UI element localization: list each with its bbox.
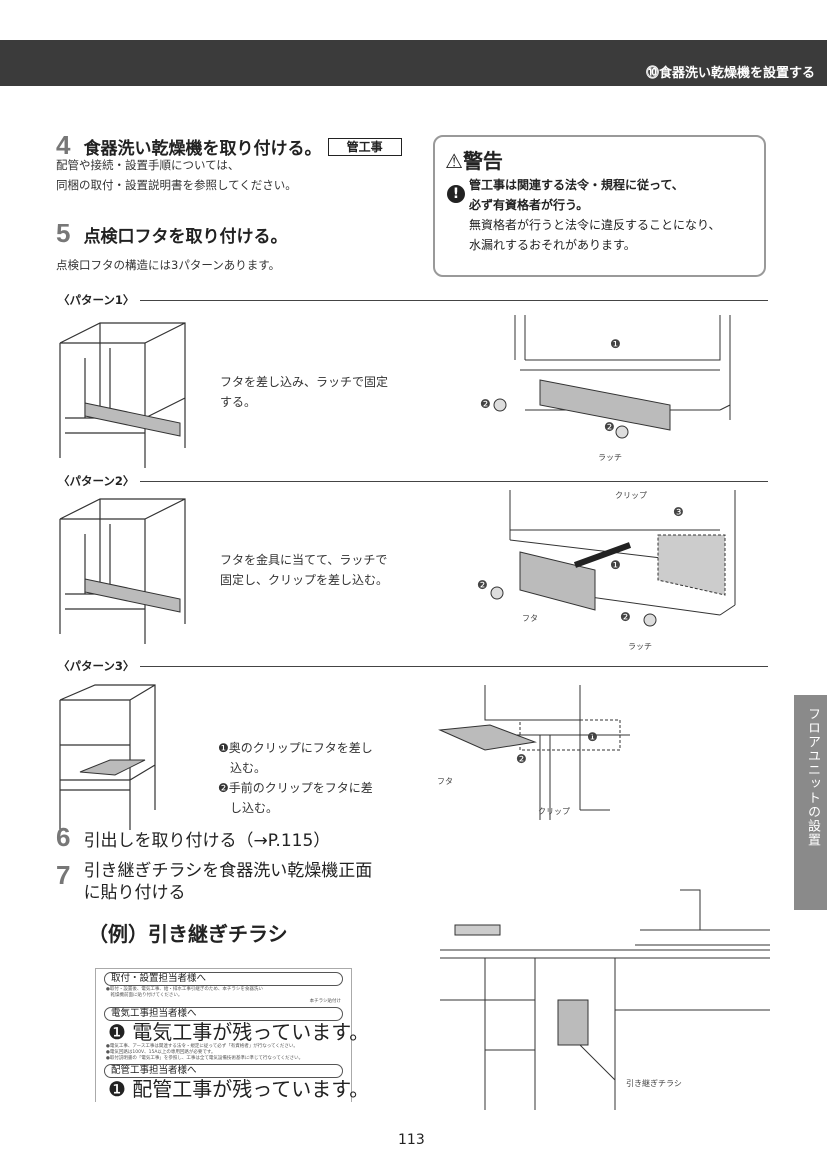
flyer-section: 電気工事担当者様へ	[104, 1007, 343, 1021]
text-line: ●電気回路は100V、15A以上の専用回路が必要です。	[106, 1050, 216, 1055]
text-line: 乾燥機前面に貼り付けてください。	[106, 993, 183, 998]
side-tab-label: フロアユニットの設置	[805, 707, 820, 847]
chapter-side-tab[interactable]: フロアユニットの設置	[794, 695, 827, 910]
step-6: 6 引出しを取り付ける（→P.115）	[56, 822, 330, 853]
text-line: 同梱の取付・設置説明書を参照してください。	[56, 178, 297, 192]
text-line: する。	[220, 395, 257, 409]
example-heading: （例）引き継ぎチラシ	[88, 922, 288, 946]
step-number: 7	[56, 860, 71, 890]
warning-text: 管工事は関連する法令・規程に従って、 必ず有資格者が行う。 無資格者が行うと法令…	[469, 175, 721, 255]
pattern-1-text: フタを差し込み、ラッチで固定する。	[220, 372, 388, 412]
text-line: 管工事は関連する法令・規程に従って、	[469, 178, 684, 192]
step-marker-3: ❸	[673, 505, 684, 519]
pattern-3-detail-illustration	[438, 685, 630, 820]
step-4-body: 配管や接続・設置手順については、 同梱の取付・設置説明書を参照してください。	[56, 155, 297, 195]
latch-label: ラッチ	[628, 642, 652, 651]
text-line: ❷手前のクリップをフタに差	[218, 781, 373, 795]
text-line: ●取付説明書の「電気工事」を参照し、工事は全て電気設備技術基準に準じて行なってく…	[106, 1056, 304, 1061]
section-header: ⓾食器洗い乾燥機を設置する	[0, 40, 827, 86]
text-line: ●取付・設置後、電気工事、給・排水工事引継ぎのため、本チラシを食器洗い	[106, 987, 263, 992]
text-line: 無資格者が行うと法令に違反することになり、	[469, 218, 721, 232]
pattern-3-text: ❶奥のクリップにフタを差し 込む。 ❷手前のクリップをフタに差 し込む。	[218, 738, 373, 818]
lid-label: フタ	[522, 614, 538, 623]
warning-title: 警告	[462, 149, 503, 173]
step-marker-2: ❷	[620, 610, 631, 624]
text-line: 配管や接続・設置手順については、	[56, 158, 240, 172]
kitchen-illustration	[440, 889, 770, 1110]
pattern-2-detail-illustration	[490, 490, 736, 627]
text-line: 固定し、クリップを差し込む。	[220, 573, 389, 587]
step-marker-1: ❶	[610, 337, 621, 351]
pattern-3-label: 〈パターン3〉	[58, 659, 135, 673]
clip-label: クリップ	[538, 807, 570, 816]
step-7: 7 引き継ぎチラシを食器洗い乾燥機正面に貼り付ける	[56, 860, 372, 904]
step-marker-2: ❷	[480, 397, 491, 411]
pattern-2-text: フタを金具に当てて、ラッチで固定し、クリップを差し込む。	[220, 550, 388, 590]
step-marker-2: ❷	[477, 578, 488, 592]
divider	[140, 300, 768, 301]
step-title: 食器洗い乾燥機を取り付ける。	[83, 139, 322, 159]
warning-box: ⚠警告 ! 管工事は関連する法令・規程に従って、 必ず有資格者が行う。 無資格者…	[433, 135, 766, 277]
text-line: 水漏れするおそれがあります。	[469, 238, 636, 252]
text-line: 必ず有資格者が行う。	[469, 198, 589, 212]
flyer-notice: ❶ 配管工事が残っています。	[108, 1077, 370, 1101]
figure-caption: 本チラシ貼付け	[309, 999, 341, 1004]
clip-label: クリップ	[615, 491, 647, 500]
text-line: し込む。	[218, 801, 279, 815]
step-title: 点検口フタを取り付ける。	[83, 227, 288, 247]
pattern-1-detail-illustration	[493, 315, 731, 439]
cabinet-illustration-2	[59, 498, 186, 644]
step-title: 引き継ぎチラシを食器洗い乾燥機正面に貼り付ける	[84, 860, 373, 904]
text-line: ❶奥のクリップにフタを差し	[218, 741, 373, 755]
step-title: 引出しを取り付ける（→P.115）	[83, 831, 331, 851]
step-number: 5	[56, 218, 71, 248]
step-number: 4	[56, 130, 71, 160]
flyer-notice: ❶ 電気工事が残っています。	[108, 1020, 370, 1044]
cabinet-illustration-3	[59, 684, 156, 830]
step-marker-2: ❷	[516, 752, 527, 766]
text-line: に貼り付ける	[83, 883, 186, 903]
text-line: 込む。	[218, 761, 267, 775]
page-number: 113	[398, 1132, 425, 1148]
divider	[140, 481, 768, 482]
step-5: 5 点検口フタを取り付ける。	[56, 218, 288, 249]
flyer-callout-label: 引き継ぎチラシ	[626, 1079, 682, 1088]
step-marker-2: ❷	[604, 420, 615, 434]
flyer-section: 配管工事担当者様へ	[104, 1064, 343, 1078]
exclamation-icon: !	[447, 185, 465, 203]
step-marker-1: ❶	[587, 730, 598, 744]
step-5-body: 点検口フタの構造には3パターンあります。	[56, 258, 281, 272]
flyer-section: 取付・設置担当者様へ	[104, 972, 343, 986]
handover-flyer-example: 取付・設置担当者様へ ●取付・設置後、電気工事、給・排水工事引継ぎのため、本チラ…	[95, 968, 370, 1102]
warning-heading: ⚠警告	[445, 145, 503, 174]
lid-label: フタ	[437, 777, 453, 786]
pattern-2-label: 〈パターン2〉	[58, 474, 135, 488]
step-marker-1: ❶	[610, 558, 621, 572]
text-line: 引き継ぎチラシを食器洗い乾燥機正面	[83, 861, 373, 881]
pipe-work-tag: 管工事	[327, 138, 402, 156]
divider	[140, 666, 768, 667]
section-title: ⓾食器洗い乾燥機を設置する	[645, 66, 815, 81]
text-line: フタを金具に当てて、ラッチで	[220, 553, 388, 567]
cabinet-illustration-1	[59, 322, 186, 468]
text-line: フタを差し込み、ラッチで固定	[220, 375, 389, 389]
warning-triangle-icon: ⚠	[445, 149, 463, 173]
step-4: 4 食器洗い乾燥機を取り付ける。管工事	[56, 130, 402, 161]
text-line: ●電気工事、アース工事は関連する法令・規定に従って必ず「有資格者」が行なってくだ…	[106, 1044, 298, 1049]
latch-label: ラッチ	[598, 453, 622, 462]
pattern-1-label: 〈パターン1〉	[58, 293, 135, 307]
step-number: 6	[56, 822, 71, 852]
